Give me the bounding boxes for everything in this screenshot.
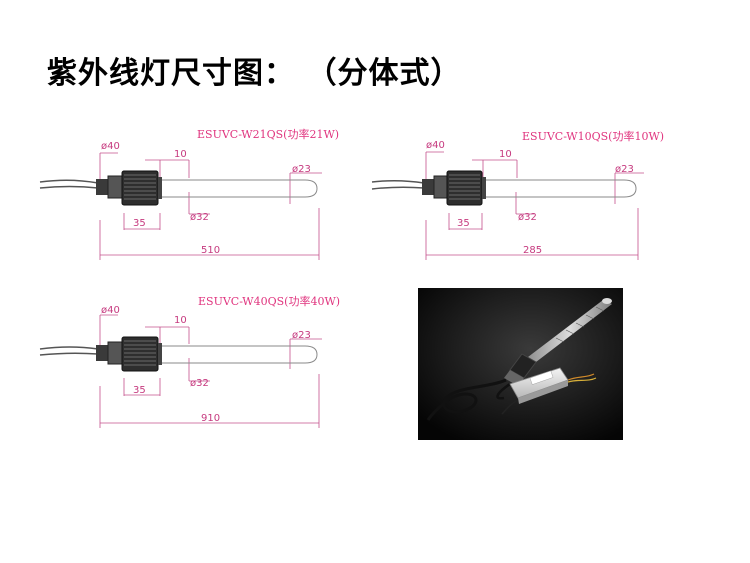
ballast-driver — [501, 367, 597, 415]
dim-hex-width: 35 — [133, 218, 146, 229]
dim-tube-diameter: ø32 — [518, 212, 537, 223]
lamp-body — [371, 170, 637, 206]
dim-tube-diameter: ø32 — [190, 378, 209, 389]
model-label: ESUVC-W10QS(功率10W) — [522, 129, 664, 143]
dim-tip-diameter: ø23 — [292, 330, 311, 341]
dimension-lines — [99, 152, 322, 260]
lamp-diagram-w21: ESUVC-W21QS(功率21W) ø40 10 ø23 35 ø32 510 — [39, 127, 339, 260]
power-cable — [426, 378, 507, 421]
dim-thread-length: 10 — [174, 149, 187, 160]
dim-total-length: 285 — [523, 245, 542, 256]
dim-nut-diameter: ø40 — [426, 140, 445, 151]
product-photo — [418, 288, 623, 440]
page-title: 紫外线灯尺寸图： （分体式） — [47, 56, 462, 91]
model-label: ESUVC-W21QS(功率21W) — [197, 127, 339, 141]
dim-tip-diameter: ø23 — [615, 164, 634, 175]
dim-thread-length: 10 — [174, 315, 187, 326]
lamp-body — [39, 336, 318, 372]
dim-hex-width: 35 — [457, 218, 470, 229]
lamp-body — [39, 170, 318, 206]
dim-total-length: 910 — [201, 413, 220, 424]
model-label: ESUVC-W40QS(功率40W) — [198, 294, 340, 308]
dim-tube-diameter: ø32 — [190, 212, 209, 223]
lamp-diagram-w40: ESUVC-W40QS(功率40W) ø40 10 ø23 35 ø32 910 — [39, 294, 340, 428]
dimension-lines — [99, 314, 322, 428]
dim-hex-width: 35 — [133, 385, 146, 396]
dim-total-length: 510 — [201, 245, 220, 256]
dim-tip-diameter: ø23 — [292, 164, 311, 175]
dim-nut-diameter: ø40 — [101, 305, 120, 316]
dimension-lines — [425, 151, 644, 260]
dim-thread-length: 10 — [499, 149, 512, 160]
dim-nut-diameter: ø40 — [101, 141, 120, 152]
lamp-diagram-w10: ESUVC-W10QS(功率10W) ø40 10 ø23 35 ø32 285 — [371, 129, 664, 260]
